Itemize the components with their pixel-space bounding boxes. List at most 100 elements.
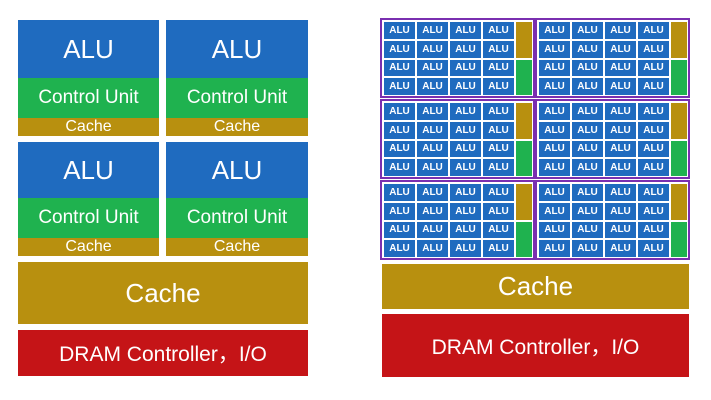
- gpu-alu-cell: ALU: [483, 140, 514, 158]
- gpu-alu-cell: ALU: [450, 202, 481, 220]
- cpu-core-2-control-unit: Control Unit: [166, 78, 308, 118]
- gpu-alu-cell: ALU: [417, 40, 448, 58]
- cpu-core-4-control-unit: Control Unit: [166, 198, 308, 238]
- gpu-alu-cell: ALU: [572, 103, 603, 120]
- gpu-alu-cell: ALU: [417, 103, 448, 120]
- gpu-alu-cell: ALU: [384, 78, 415, 95]
- gpu-alu-cell: ALU: [417, 184, 448, 201]
- gpu-alu-cell: ALU: [483, 202, 514, 220]
- gpu-alu-cell: ALU: [572, 184, 603, 201]
- gpu-alu-cell: ALU: [605, 121, 636, 139]
- gpu-alu-cell: ALU: [572, 22, 603, 39]
- gpu-alu-cell: ALU: [572, 221, 603, 239]
- gpu-alu-cell: ALU: [450, 103, 481, 120]
- gpu-alu-cell: ALU: [605, 103, 636, 120]
- gpu-alu-cell: ALU: [483, 240, 514, 257]
- gpu-dram-controller: DRAM Controller，I/O: [382, 314, 689, 377]
- gpu-alu-cell: ALU: [450, 40, 481, 58]
- cpu-core-3-alu: ALU: [18, 142, 159, 198]
- gpu-alu-cell: ALU: [539, 59, 570, 77]
- gpu-alu-cell: ALU: [572, 78, 603, 95]
- gpu-alu-cell: ALU: [384, 184, 415, 201]
- gpu-alu-cell: ALU: [638, 159, 669, 176]
- gpu-alu-cell: ALU: [417, 159, 448, 176]
- cpu-core-3-cache: Cache: [18, 238, 159, 256]
- gpu-sm-cache: [516, 184, 532, 220]
- cpu-core-3-control-unit: Control Unit: [18, 198, 159, 238]
- gpu-alu-cell: ALU: [450, 184, 481, 201]
- gpu-sm-control-unit: [516, 141, 532, 176]
- gpu-alu-cell: ALU: [638, 240, 669, 257]
- gpu-alu-cell: ALU: [638, 202, 669, 220]
- gpu-alu-cell: ALU: [417, 59, 448, 77]
- cpu-core-4-cache: Cache: [166, 238, 308, 256]
- gpu-sm-control-unit: [671, 141, 687, 176]
- gpu-alu-cell: ALU: [417, 22, 448, 39]
- gpu-alu-cell: ALU: [572, 40, 603, 58]
- gpu-alu-cell: ALU: [572, 59, 603, 77]
- gpu-sm-cache: [516, 22, 532, 58]
- gpu-alu-cell: ALU: [638, 184, 669, 201]
- gpu-alu-cell: ALU: [605, 59, 636, 77]
- gpu-alu-cell: ALU: [483, 78, 514, 95]
- gpu-alu-cell: ALU: [638, 103, 669, 120]
- gpu-alu-cell: ALU: [384, 59, 415, 77]
- gpu-sm-control-unit: [516, 222, 532, 257]
- gpu-alu-cell: ALU: [572, 159, 603, 176]
- gpu-alu-cell: ALU: [450, 59, 481, 77]
- gpu-alu-cell: ALU: [384, 40, 415, 58]
- gpu-alu-cell: ALU: [605, 221, 636, 239]
- gpu-alu-cell: ALU: [384, 121, 415, 139]
- cpu-core-1-alu: ALU: [18, 20, 159, 78]
- gpu-alu-cell: ALU: [605, 40, 636, 58]
- gpu-alu-cell: ALU: [539, 184, 570, 201]
- gpu-alu-cell: ALU: [605, 159, 636, 176]
- gpu-alu-cell: ALU: [483, 121, 514, 139]
- gpu-alu-cell: ALU: [539, 240, 570, 257]
- gpu-alu-cell: ALU: [417, 78, 448, 95]
- gpu-alu-cell: ALU: [605, 22, 636, 39]
- gpu-alu-cell: ALU: [572, 121, 603, 139]
- gpu-alu-cell: ALU: [384, 159, 415, 176]
- cpu-core-4-alu: ALU: [166, 142, 308, 198]
- cpu-core-2-cache: Cache: [166, 118, 308, 136]
- gpu-alu-cell: ALU: [539, 221, 570, 239]
- gpu-alu-cell: ALU: [384, 240, 415, 257]
- gpu-sm-cache: [671, 184, 687, 220]
- gpu-sm-cache: [671, 22, 687, 58]
- gpu-alu-cell: ALU: [605, 202, 636, 220]
- gpu-alu-cell: ALU: [417, 202, 448, 220]
- gpu-alu-cell: ALU: [384, 140, 415, 158]
- gpu-alu-cell: ALU: [384, 202, 415, 220]
- gpu-sm-control-unit: [671, 60, 687, 95]
- gpu-alu-cell: ALU: [638, 22, 669, 39]
- gpu-alu-cell: ALU: [384, 103, 415, 120]
- gpu-alu-cell: ALU: [450, 140, 481, 158]
- gpu-alu-cell: ALU: [605, 184, 636, 201]
- gpu-alu-cell: ALU: [450, 78, 481, 95]
- gpu-alu-cell: ALU: [638, 40, 669, 58]
- cpu-shared-cache: Cache: [18, 262, 308, 324]
- gpu-alu-cell: ALU: [450, 22, 481, 39]
- gpu-shared-cache: Cache: [382, 264, 689, 309]
- gpu-sm-cache: [516, 103, 532, 139]
- gpu-alu-cell: ALU: [450, 221, 481, 239]
- gpu-alu-cell: ALU: [539, 202, 570, 220]
- gpu-alu-cell: ALU: [605, 78, 636, 95]
- gpu-alu-cell: ALU: [539, 159, 570, 176]
- gpu-alu-cell: ALU: [605, 240, 636, 257]
- gpu-alu-cell: ALU: [450, 121, 481, 139]
- cpu-core-2-alu: ALU: [166, 20, 308, 78]
- gpu-alu-cell: ALU: [539, 22, 570, 39]
- gpu-alu-cell: ALU: [572, 202, 603, 220]
- gpu-alu-cell: ALU: [539, 78, 570, 95]
- gpu-alu-cell: ALU: [638, 221, 669, 239]
